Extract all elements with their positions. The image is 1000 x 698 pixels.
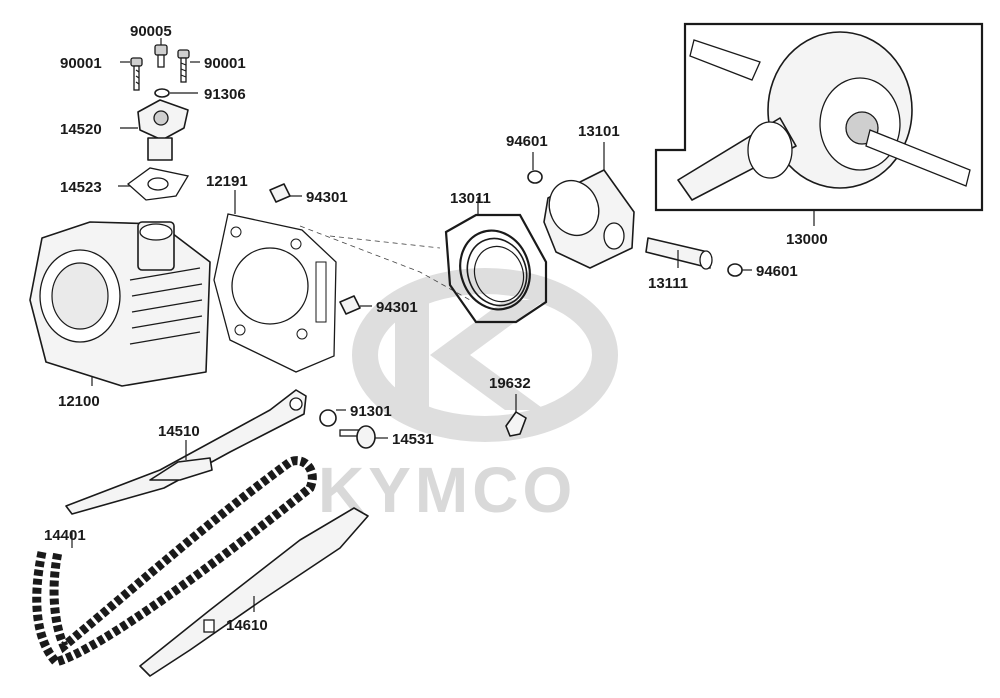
label-94301-top: 94301: [306, 189, 348, 206]
o-ring-91306: [154, 88, 170, 98]
label-13011: 13011: [450, 190, 491, 207]
label-13111: 13111: [648, 275, 688, 292]
label-14531: 14531: [392, 431, 434, 448]
label-90001-right: 90001: [204, 55, 246, 72]
label-13101: 13101: [578, 123, 620, 140]
label-14401: 14401: [44, 527, 86, 544]
piston-pin-13111: [645, 237, 713, 270]
circlip-94601-left: [527, 170, 543, 184]
washer-91301: [319, 409, 337, 427]
label-94301-mid: 94301: [376, 299, 418, 316]
label-19632: 19632: [489, 375, 531, 392]
label-13000: 13000: [786, 231, 828, 248]
label-90005: 90005: [130, 23, 172, 40]
cam-chain-14401: [32, 456, 317, 668]
crankshaft-box: [654, 22, 984, 212]
clip-19632: [505, 411, 527, 437]
label-91301: 91301: [350, 403, 392, 420]
circlip-94601-right: [727, 263, 743, 277]
dowel-pin-94301-mid: [339, 295, 361, 315]
dowel-pin-94301-top: [269, 183, 291, 203]
bolt-14531: [339, 425, 376, 449]
bolt-90001-left: [130, 57, 143, 91]
cam-chain-tensioner-14520: [137, 99, 189, 161]
label-12191: 12191: [206, 173, 248, 190]
chain-guide-14610: [139, 507, 369, 677]
label-12100: 12100: [58, 393, 100, 410]
label-94601-right: 94601: [756, 263, 798, 280]
piston-13101: [543, 169, 635, 269]
label-91306: 91306: [204, 86, 246, 103]
label-14520: 14520: [60, 121, 102, 138]
bolt-90005: [154, 44, 168, 68]
label-14510: 14510: [158, 423, 200, 440]
label-14610: 14610: [226, 617, 268, 634]
bolt-90001-right: [177, 49, 190, 83]
tensioner-gasket-14523: [126, 167, 190, 201]
cylinder-gasket-12191: [213, 213, 337, 373]
crankshaft-13000: [677, 31, 971, 201]
label-90001-left: 90001: [60, 55, 102, 72]
chain-tensioner-guide-14510: [65, 389, 307, 515]
piston-rings-13011: [444, 213, 548, 324]
label-94601-left: 94601: [506, 133, 548, 150]
cylinder-12100: [29, 221, 211, 387]
label-14523: 14523: [60, 179, 102, 196]
